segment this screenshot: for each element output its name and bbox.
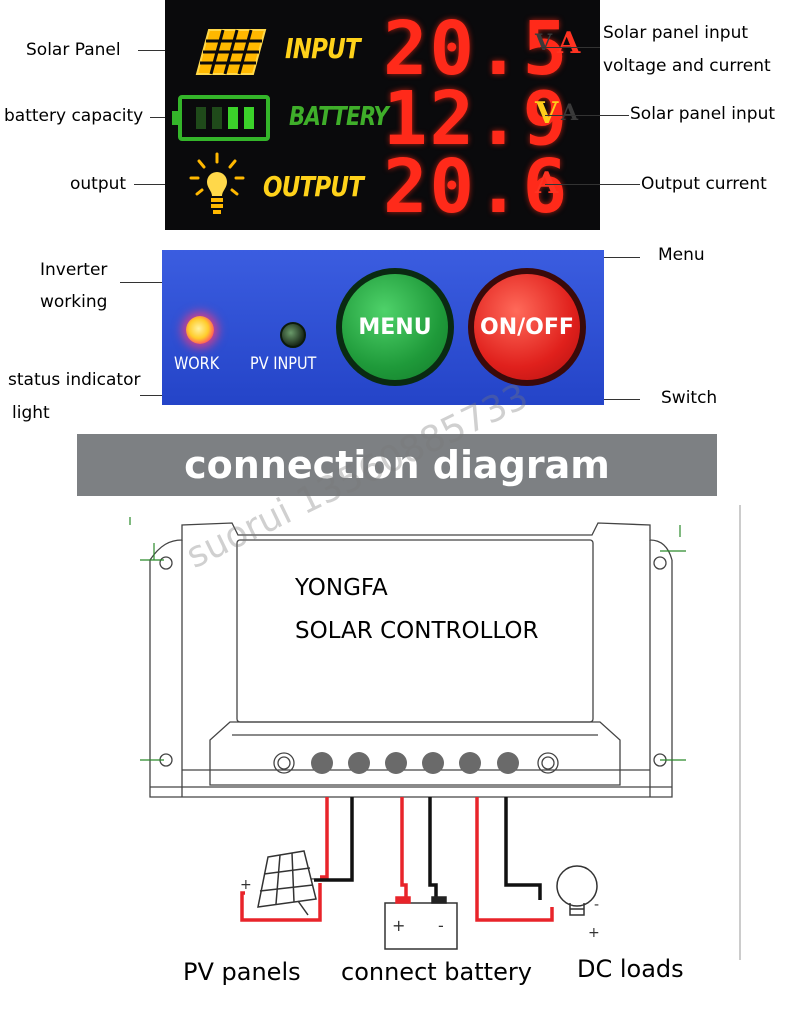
lcd-output-unit: A [535, 166, 559, 201]
battery-cell-1 [196, 107, 206, 129]
battery-terminal [172, 111, 179, 125]
leader-output [134, 184, 188, 185]
pv-panel-icon: + - [240, 850, 317, 916]
leader-output-current [545, 184, 640, 185]
work-label: WORK [174, 354, 220, 374]
onoff-button-rim: ON/OFF [468, 268, 586, 386]
leader-battery-capacity [150, 117, 178, 118]
work-led [186, 316, 214, 344]
terminal-screws [311, 752, 519, 774]
controller-model: SOLAR CONTROLLOR [295, 618, 539, 644]
callout-output: output [70, 174, 127, 194]
lcd-input-unit-dim: V [535, 30, 553, 56]
section-title-bar: connection diagram [77, 434, 717, 496]
callout-menu: Menu [658, 245, 705, 265]
battery-cell-3 [228, 107, 238, 129]
lcd-output-label: OUTPUT [263, 170, 364, 203]
battery-cell-4 [244, 107, 254, 129]
callout-status-line1: status indicator [8, 370, 141, 390]
footer-dc-loads: DC loads [577, 955, 684, 983]
svg-text:+: + [392, 916, 405, 935]
lcd-input-label: INPUT [285, 32, 361, 65]
lcd-display: INPUT 20.5 V A BATTERY 12.9 V A OUTPUT 2… [165, 0, 600, 230]
callout-solar-input: Solar panel input [630, 104, 776, 124]
svg-text:-: - [310, 871, 315, 887]
lcd-battery-unit: V [535, 96, 559, 131]
lcd-battery-value: 12.9 [383, 76, 570, 162]
connection-diagram: + - + - + - [129, 505, 741, 960]
leader-solar-panel [138, 50, 188, 51]
lcd-input-unit: A [557, 26, 581, 61]
pv-input-label: PV INPUT [250, 354, 317, 374]
battery-diagram-icon: + - [384, 896, 458, 950]
footer-pv-panels: PV panels [183, 958, 301, 986]
callout-solar-panel: Solar Panel [26, 40, 121, 60]
leader-solar-input-vc [540, 47, 600, 48]
callout-solar-input-vc-line2: voltage and current [603, 56, 771, 76]
lcd-output-value: 20.6 [383, 144, 570, 230]
callout-output-current: Output current [641, 174, 767, 194]
callout-status-line2: light [12, 403, 50, 423]
svg-text:+: + [240, 877, 252, 893]
dc-load-bulb-icon: + - [556, 865, 600, 941]
lcd-input-value: 20.5 [383, 6, 570, 92]
callout-switch: Switch [661, 388, 718, 408]
svg-text:-: - [594, 897, 599, 913]
battery-icon [172, 95, 270, 141]
menu-button-rim: MENU [336, 268, 454, 386]
lcd-battery-label: BATTERY [289, 102, 389, 132]
controller-housing [149, 560, 673, 798]
leader-inverter [120, 282, 202, 283]
menu-button[interactable]: MENU [342, 274, 448, 380]
solar-panel-icon [195, 29, 267, 75]
lcd-battery-unit-dim: A [561, 100, 579, 126]
callout-inverter-line1: Inverter [40, 260, 108, 280]
svg-text:-: - [438, 916, 444, 935]
callout-inverter-line2: working [40, 292, 108, 312]
controller-brand: YONGFA [295, 575, 388, 601]
footer-connect-battery: connect battery [341, 958, 532, 986]
pv-input-led [280, 322, 306, 348]
svg-text:+: + [588, 925, 600, 941]
battery-cell-2 [212, 107, 222, 129]
light-bulb-icon [189, 152, 245, 214]
onoff-button[interactable]: ON/OFF [474, 274, 580, 380]
section-title: connection diagram [184, 443, 610, 487]
control-panel: WORK PV INPUT MENU ON/OFF [162, 250, 604, 405]
leader-solar-input [545, 115, 629, 116]
callout-solar-input-vc-line1: Solar panel input [603, 23, 749, 43]
callout-battery-capacity: battery capacity [4, 106, 144, 126]
